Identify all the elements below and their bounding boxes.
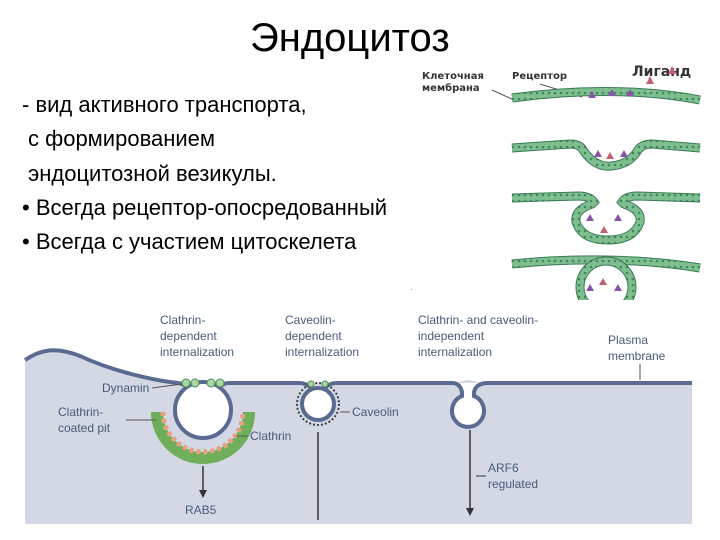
svg-text:.: . <box>410 282 413 293</box>
plasma-membrane-left <box>23 348 179 385</box>
receptor-icon <box>614 284 622 291</box>
clathrin-label: Clathrin <box>250 429 291 443</box>
bullet-line-3: эндоцитозной везикулы. <box>28 160 277 186</box>
bullet-line-2: с формированием <box>28 126 216 152</box>
ligand-icon <box>600 226 608 233</box>
slide-title: Эндоцитоз <box>250 16 450 60</box>
rab5-label: RAB5 <box>185 503 217 517</box>
clathrin-coated-pit <box>151 378 255 464</box>
bullet-list: - вид активного транспорта, с формирован… <box>22 88 502 260</box>
independent-invagination <box>450 381 489 429</box>
dynamin-icon <box>215 378 225 388</box>
bullet-line-1: - вид активного транспорта, <box>22 92 307 117</box>
dynamin-icon <box>307 380 315 388</box>
ligand-label: Лиганд <box>632 64 691 80</box>
receptor-icon <box>614 214 622 221</box>
clathrin-dependent-header: Clathrin- dependent internalization <box>160 313 234 359</box>
endocytosis-stages-diagram: Лиганд Клеточная мембрана Рецептор <box>410 64 701 300</box>
plasma-membrane-label: Plasma membrane <box>608 333 666 363</box>
dynamin-icon <box>181 378 191 388</box>
receptor-label: Рецептор <box>512 71 567 82</box>
cell-membrane-label-line2: мембрана <box>422 82 480 94</box>
receptor-icon <box>626 89 634 96</box>
cytoplasm-region <box>25 350 692 540</box>
bullet-line-5: • Всегда с участием цитоскелета <box>22 229 357 255</box>
caveola <box>296 380 340 426</box>
stage-4-vesicle <box>511 255 701 300</box>
stage-1-flat-membrane <box>511 66 701 105</box>
caveolin-label: Caveolin <box>352 405 399 419</box>
ligand-icon <box>668 66 676 74</box>
bullet-line-4: • Всегда рецептор-опосредованный <box>22 194 388 220</box>
caveolin-coat <box>296 382 340 426</box>
stage-2-invagination <box>511 139 701 171</box>
arf6-label: ARF6 regulated <box>488 461 538 491</box>
caveolin-dependent-header: Caveolin- dependent internalization <box>285 313 359 359</box>
dynamin-icon <box>206 378 216 388</box>
dynamin-label: Dynamin <box>102 381 149 395</box>
receptor-icon <box>608 89 616 96</box>
cell-membrane-label-line1: Клеточная <box>422 71 484 82</box>
membrane-pointer <box>491 89 515 101</box>
clathrin-coated-pit-label: Clathrin- coated pit <box>58 405 111 435</box>
receptor-icon <box>586 214 594 221</box>
ligand-icon <box>599 278 607 285</box>
clathrin-coat <box>151 411 255 464</box>
receptor-icon <box>588 91 596 98</box>
stage-3-deep-pit <box>511 191 701 245</box>
receptor-icon <box>620 150 628 157</box>
independent-header: Clathrin- and caveolin- independent inte… <box>418 313 541 359</box>
ligand-icon <box>606 152 614 159</box>
receptor-icon <box>594 150 602 157</box>
dynamin-icon <box>321 380 329 388</box>
receptor-icon <box>586 284 594 291</box>
ligand-icon <box>646 76 654 84</box>
dynamin-icon <box>190 378 200 388</box>
